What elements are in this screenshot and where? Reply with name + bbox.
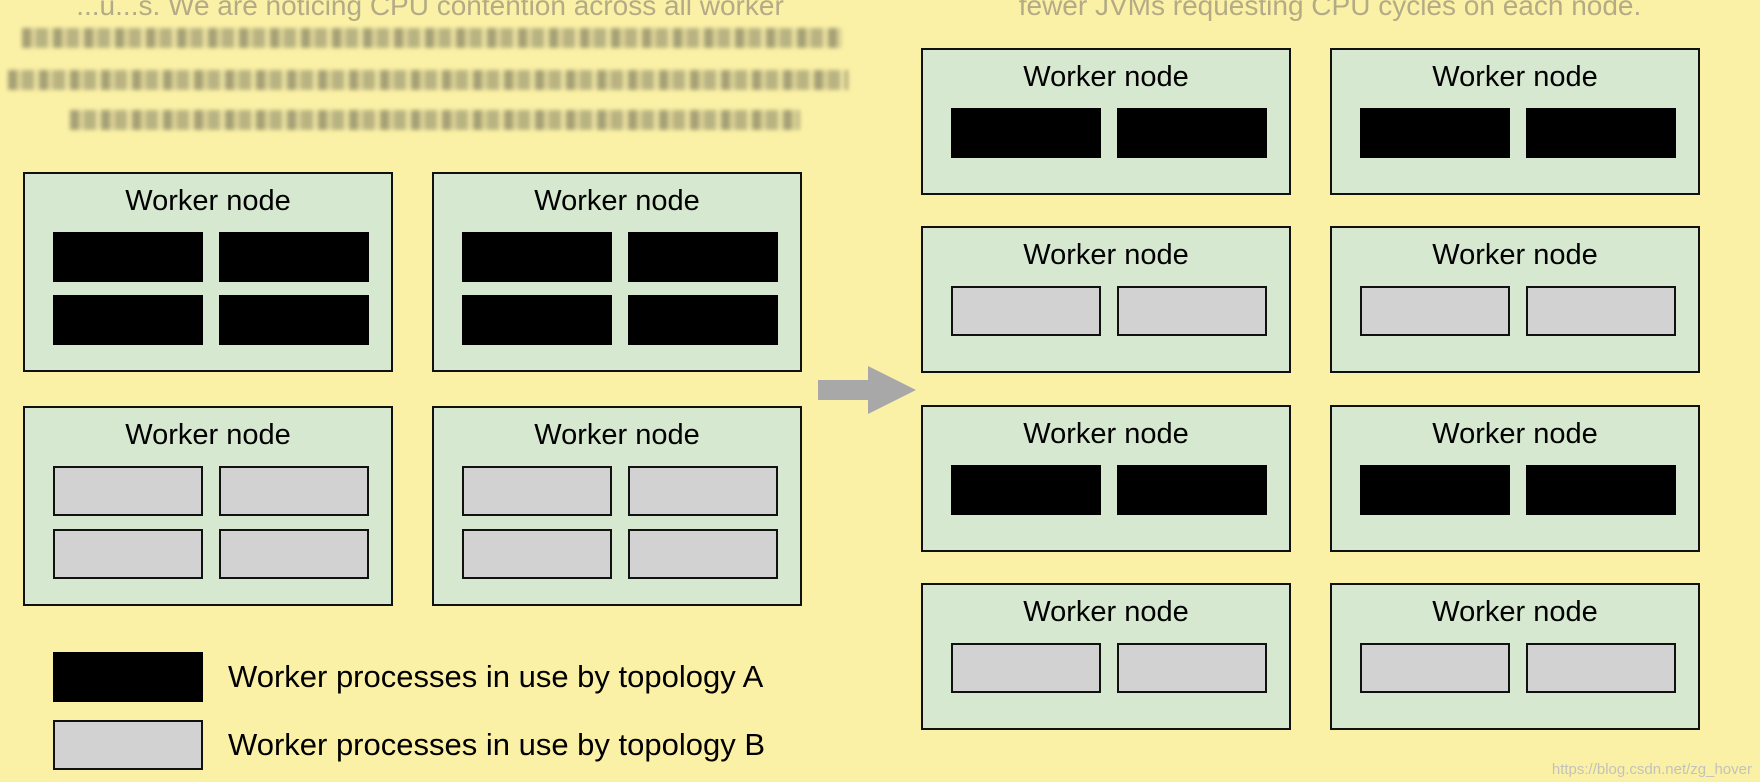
after-worker-node-6: Worker node [1330, 405, 1700, 552]
worker-node-label: Worker node [125, 419, 291, 451]
worker-process-topology-a [1117, 465, 1267, 515]
worker-process-topology-b [951, 286, 1101, 336]
legend-swatch-topology-b [53, 720, 203, 770]
after-worker-node-4: Worker node [1330, 226, 1700, 373]
before-worker-node-2: Worker node [432, 172, 802, 372]
worker-process-topology-a [1526, 108, 1676, 158]
after-worker-node-7: Worker node [921, 583, 1291, 730]
worker-process-topology-a [951, 465, 1101, 515]
worker-process-topology-b [219, 529, 369, 579]
worker-process-topology-a [1360, 465, 1510, 515]
worker-process-topology-b [53, 466, 203, 516]
worker-process-topology-a [219, 232, 369, 282]
worker-process-topology-a [951, 108, 1101, 158]
worker-process-topology-a [628, 295, 778, 345]
worker-process-topology-b [1117, 643, 1267, 693]
worker-process-topology-b [1360, 286, 1510, 336]
worker-process-topology-a [1117, 108, 1267, 158]
worker-process-topology-a [1360, 108, 1510, 158]
worker-process-topology-b [1526, 643, 1676, 693]
worker-process-topology-a [1526, 465, 1676, 515]
watermark-text: https://blog.csdn.net/zg_hover [1551, 761, 1752, 778]
after-worker-node-5: Worker node [921, 405, 1291, 552]
worker-process-topology-a [462, 295, 612, 345]
worker-process-topology-a [53, 295, 203, 345]
legend-label-topology-a: Worker processes in use by topology A [228, 659, 764, 694]
worker-process-topology-b [1117, 286, 1267, 336]
worker-process-topology-b [1360, 643, 1510, 693]
legend-swatch-topology-a [53, 652, 203, 702]
worker-process-topology-b [462, 466, 612, 516]
worker-process-topology-a [462, 232, 612, 282]
caption-left-text: ...u...s. We are noticing CPU contention… [76, 0, 784, 21]
blurred-caption-line-1 [22, 28, 842, 48]
caption-right-text: fewer JVMs requesting CPU cycles on each… [1018, 0, 1642, 21]
worker-process-topology-a [53, 232, 203, 282]
worker-process-topology-b [219, 466, 369, 516]
worker-process-topology-b [1526, 286, 1676, 336]
worker-node-label: Worker node [1432, 596, 1598, 628]
after-worker-node-1: Worker node [921, 48, 1291, 195]
worker-process-topology-b [951, 643, 1101, 693]
after-worker-node-3: Worker node [921, 226, 1291, 373]
worker-node-label: Worker node [1432, 61, 1598, 93]
before-worker-node-3: Worker node [23, 406, 393, 606]
legend-label-topology-b: Worker processes in use by topology B [228, 727, 766, 762]
worker-process-topology-b [628, 529, 778, 579]
worker-node-label: Worker node [1023, 61, 1189, 93]
worker-node-label: Worker node [534, 419, 700, 451]
worker-node-label: Worker node [1432, 418, 1598, 450]
worker-node-label: Worker node [1023, 239, 1189, 271]
worker-process-topology-a [628, 232, 778, 282]
worker-node-label: Worker node [534, 185, 700, 217]
worker-node-label: Worker node [1432, 239, 1598, 271]
worker-process-topology-b [628, 466, 778, 516]
worker-node-label: Worker node [125, 185, 291, 217]
worker-process-topology-a [219, 295, 369, 345]
before-worker-node-1: Worker node [23, 172, 393, 372]
before-worker-node-4: Worker node [432, 406, 802, 606]
worker-process-topology-b [53, 529, 203, 579]
blurred-caption-line-3 [70, 110, 800, 130]
worker-node-label: Worker node [1023, 596, 1189, 628]
worker-node-label: Worker node [1023, 418, 1189, 450]
worker-process-topology-b [462, 529, 612, 579]
arrow-right-icon [818, 366, 916, 414]
blurred-caption-line-2 [8, 70, 848, 90]
after-worker-node-2: Worker node [1330, 48, 1700, 195]
after-worker-node-8: Worker node [1330, 583, 1700, 730]
